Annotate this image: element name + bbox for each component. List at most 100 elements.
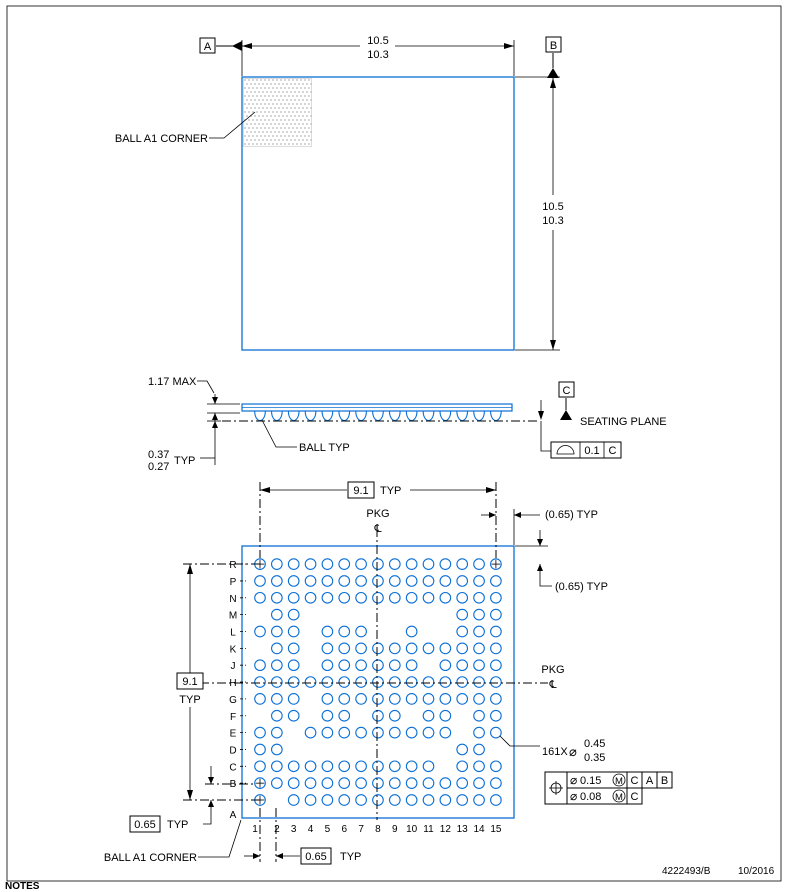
- ball-height-suffix: TYP: [174, 455, 195, 467]
- corner-dot: [244, 87, 246, 89]
- ball-L7: [355, 625, 367, 638]
- corner-dot: [284, 127, 286, 129]
- corner-dot: [294, 99, 296, 101]
- corner-dot: [270, 107, 272, 109]
- corner-dot: [304, 87, 306, 89]
- ball-G10: [405, 693, 418, 705]
- corner-dot: [300, 79, 302, 81]
- corner-dot: [254, 139, 256, 141]
- height-dim-min: 10.3: [542, 215, 563, 227]
- corner-dot: [300, 87, 302, 89]
- corner-dot: [292, 111, 294, 113]
- corner-dot: [254, 83, 256, 85]
- corner-dot: [286, 83, 288, 85]
- ball-P12: [439, 575, 452, 587]
- ball-C15: [490, 760, 502, 773]
- corner-dot: [266, 131, 268, 133]
- corner-dot: [308, 79, 310, 81]
- ball-R2: [271, 558, 283, 570]
- corner-dot: [290, 99, 292, 101]
- column-label-13: 13: [457, 824, 469, 835]
- pitch-v-arrow-top: [208, 777, 214, 784]
- corner-dot: [280, 135, 282, 137]
- ball-J6: [338, 659, 351, 672]
- corner-dot: [248, 111, 250, 113]
- corner-dot: [300, 111, 302, 113]
- corner-dot: [270, 131, 272, 133]
- max-height-arrow-bottom: [212, 413, 218, 420]
- corner-dot: [256, 79, 258, 81]
- edge-offset-v-leader: [539, 564, 552, 587]
- ball-C10: [405, 760, 418, 773]
- side-ball: [422, 411, 435, 422]
- corner-dot: [276, 111, 278, 113]
- pitch-v-arrow-bottom: [208, 800, 214, 807]
- side-view-balls: [254, 411, 502, 422]
- corner-dot: [278, 139, 280, 141]
- corner-dot: [300, 95, 302, 97]
- corner-dot: [244, 135, 246, 137]
- ball-F11: [422, 709, 435, 722]
- pitch-h-box: [300, 847, 332, 865]
- corner-dot: [278, 91, 280, 93]
- ball-K3: [287, 642, 300, 655]
- corner-dot: [260, 127, 262, 129]
- corner-dot: [270, 123, 272, 125]
- pitch-v-value: 0.65: [134, 819, 155, 831]
- ball-R15: [490, 558, 502, 570]
- ball-M2: [271, 608, 283, 621]
- corner-dot: [262, 91, 264, 93]
- ball-B6: [338, 777, 351, 790]
- pitch-v-leader: [203, 800, 212, 825]
- ball-N8: [372, 591, 384, 604]
- corner-dot: [254, 107, 256, 109]
- corner-dot: [306, 123, 308, 125]
- ball-A8: [372, 794, 384, 806]
- corner-dot: [256, 119, 258, 121]
- ball-C7: [355, 760, 367, 773]
- ball-G3: [287, 693, 300, 705]
- corner-dot: [292, 135, 294, 137]
- position-tol-2-diameter-icon: ⌀: [570, 789, 577, 803]
- ball-C6: [338, 760, 351, 773]
- row-label-B: B: [230, 779, 237, 790]
- corner-dot: [296, 87, 298, 89]
- corner-dot: [268, 143, 270, 145]
- ball-E1: [254, 726, 266, 739]
- corner-dot: [254, 123, 256, 125]
- ball-R11: [422, 558, 435, 570]
- corner-dot: [250, 139, 252, 141]
- row-label-J: J: [231, 661, 236, 672]
- corner-dot: [292, 127, 294, 129]
- corner-dot: [276, 143, 278, 145]
- corner-dot: [286, 107, 288, 109]
- flatness-arrow: [538, 411, 544, 420]
- corner-dot: [276, 127, 278, 129]
- ball-H14: [473, 676, 485, 688]
- top-ball-a1-corner-leader: [209, 111, 256, 139]
- ball-R14: [473, 558, 485, 570]
- ball-B11: [422, 777, 435, 790]
- corner-dot: [276, 135, 278, 137]
- ball-J9: [388, 659, 401, 672]
- corner-dot: [294, 83, 296, 85]
- corner-dot: [290, 107, 292, 109]
- ball-E10: [405, 726, 418, 739]
- ball-H15: [490, 676, 502, 688]
- ball-C3: [287, 760, 300, 773]
- corner-dot: [258, 115, 260, 117]
- ball-E8: [372, 726, 384, 739]
- corner-dot: [284, 119, 286, 121]
- centerline-symbol-top: ℄: [373, 523, 381, 535]
- ball-J7: [355, 659, 367, 672]
- corner-dot: [306, 83, 308, 85]
- corner-dot: [300, 119, 302, 121]
- ball-J3: [287, 659, 300, 672]
- corner-dot: [286, 91, 288, 93]
- ball-C9: [388, 760, 401, 773]
- row-label-P: P: [230, 577, 237, 588]
- row-label-M: M: [229, 611, 237, 622]
- corner-dot: [294, 115, 296, 117]
- side-ball: [456, 411, 469, 422]
